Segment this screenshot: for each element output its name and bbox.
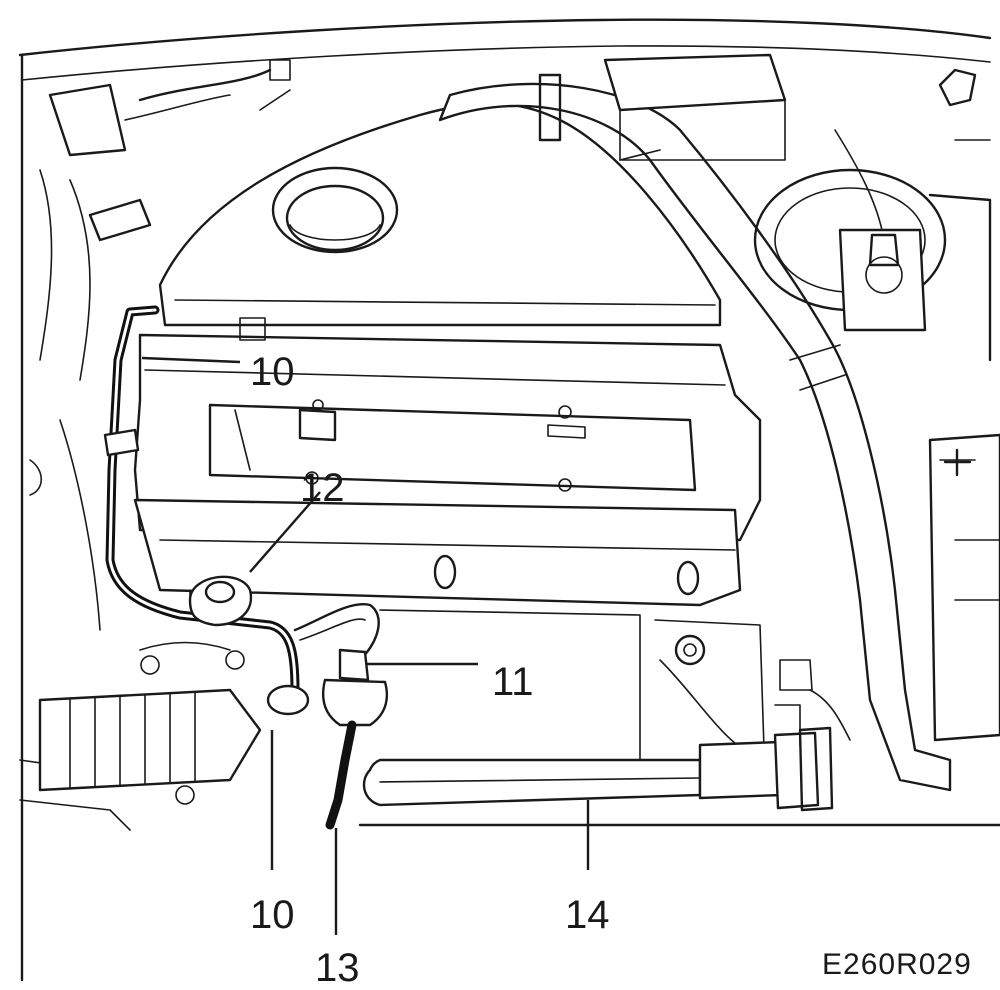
pcv-valve [321,648,389,830]
callout-10-top: 10 [250,350,295,394]
left-hoses [29,59,291,631]
vacuum-hose [293,603,380,662]
battery [928,433,1000,742]
timing-cover [158,102,722,327]
callout-14: 14 [565,893,610,937]
brake-booster [753,68,992,362]
callout-11: 11 [492,660,534,704]
callout-10-bottom: 10 [250,893,295,937]
callout-12: 12 [300,466,345,510]
hood-frame [18,18,992,982]
engine-block [19,609,766,831]
intake-hose [438,82,952,792]
leader-10-top [141,356,241,364]
intake-pipe [362,659,851,812]
bellows-hose [38,688,262,792]
cylinder-head [133,498,742,607]
cam-cover [133,317,762,542]
callout-13: 13 [315,946,360,990]
callout-leaders [141,356,590,935]
figure-id: E260R029 [822,948,972,981]
leader-12 [249,491,321,573]
relay-box [538,53,787,161]
oil-boss [188,575,253,627]
breather-pipe [103,305,310,716]
